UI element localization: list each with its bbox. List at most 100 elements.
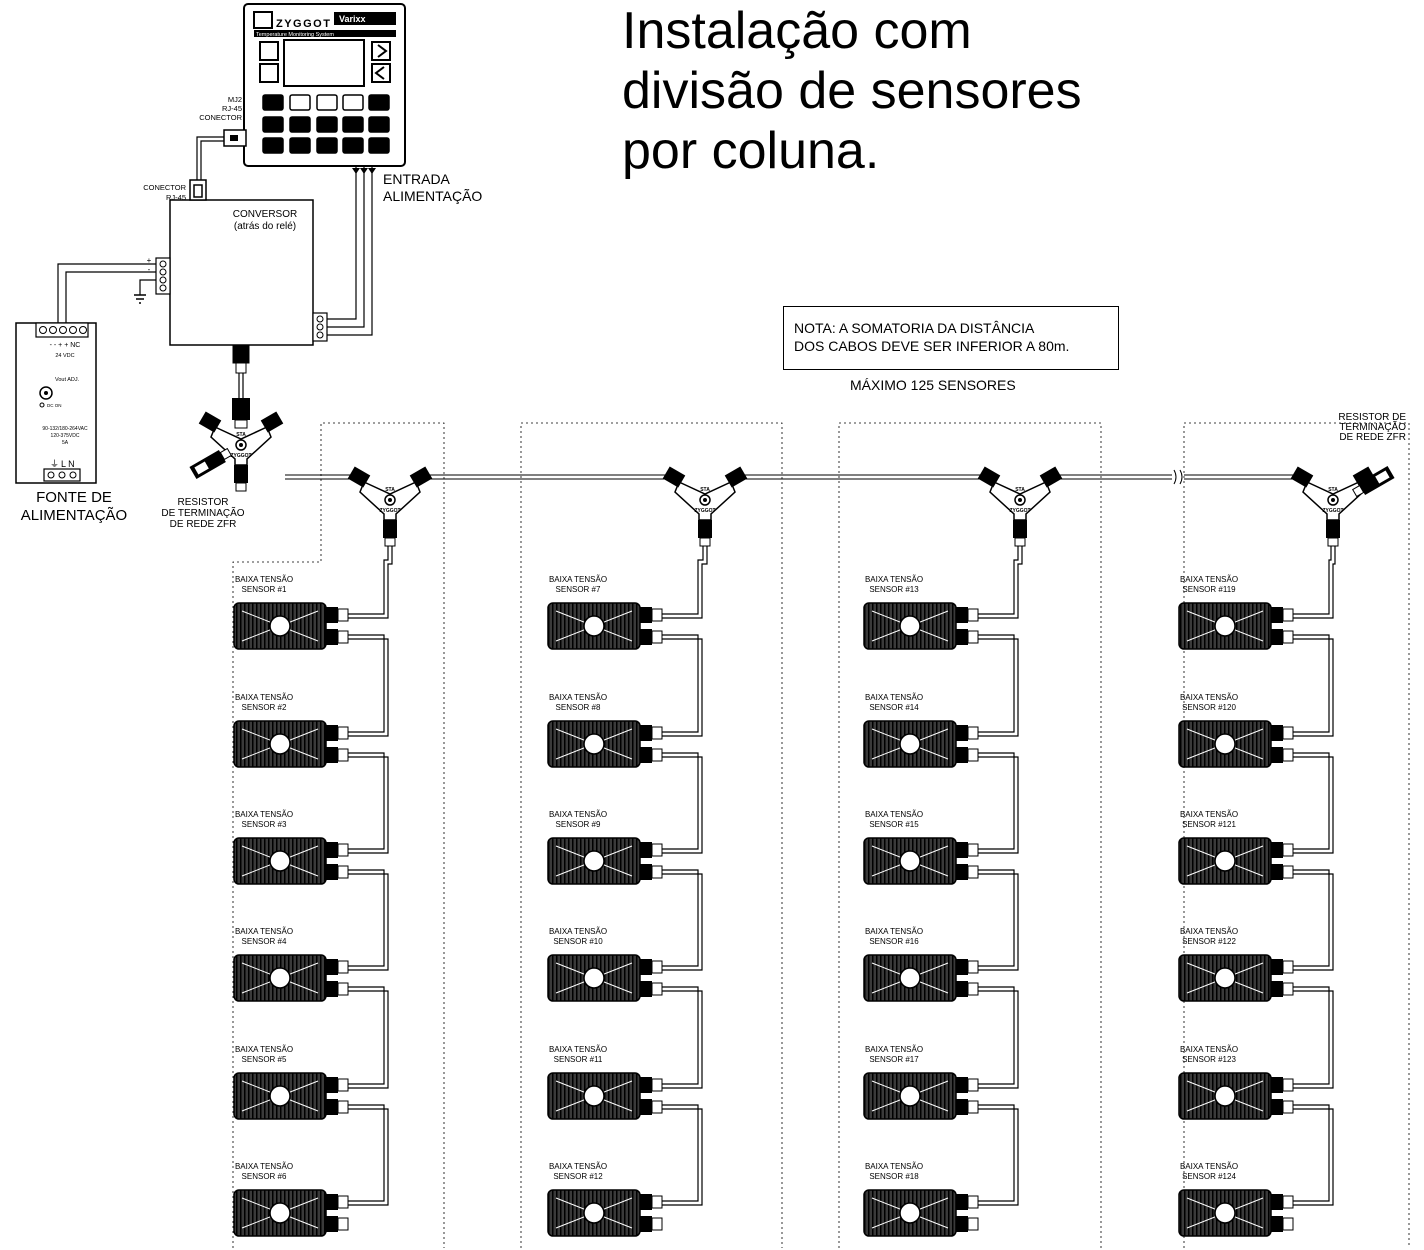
sensor-id-label: SENSOR #120 [1182, 703, 1236, 712]
converter-label-2: (atrás do relé) [234, 221, 296, 232]
dc-on-led [39, 402, 45, 408]
keypad-key [368, 116, 390, 133]
splitter-sta-label: STA [1328, 487, 1338, 493]
controller-brand: ZYGGOT [276, 18, 331, 30]
psu-label-line-1: FONTE DE [36, 489, 112, 506]
keypad-key [262, 94, 284, 111]
terminating-resistor-right [1351, 465, 1395, 498]
keypad-key [368, 94, 390, 111]
sensor-id-label: SENSOR #8 [556, 703, 601, 712]
terminal-minus: - [148, 265, 151, 274]
keypad-key [262, 137, 284, 154]
terminal-plus: + [147, 256, 152, 265]
keypad-key [342, 116, 364, 133]
sensor-id-label: SENSOR #11 [554, 1055, 603, 1064]
sensor-type-label: BAIXA TENSÃO [865, 927, 923, 936]
sensor-id-label: SENSOR #1 [242, 585, 287, 594]
note-line-1: NOTA: A SOMATORIA DA DISTÂNCIA [794, 320, 1035, 336]
mj2-line-2: RJ-45 [222, 104, 242, 113]
note-box: NOTA: A SOMATORIA DA DISTÂNCIA DOS CABOS… [783, 306, 1119, 370]
splitter-brand-label: ZYGGOT [230, 453, 251, 459]
connector-line-1: CONECTOR [143, 183, 186, 192]
resistor-right-line-1: RESISTOR DE [1338, 412, 1406, 423]
sensor-id-label: SENSOR #7 [556, 585, 601, 594]
psu-label-line-2: ALIMENTAÇÃO [20, 507, 128, 524]
keypad-key [342, 94, 364, 111]
keypad-key [316, 116, 338, 133]
psu-label: FONTE DE ALIMENTAÇÃO [0, 489, 148, 525]
mj2-label: MJ2 RJ-45 CONECTOR [199, 95, 242, 122]
terminating-resistor-left [189, 447, 233, 480]
psu-vdc: 24 VDC [55, 353, 74, 359]
title-line-1: Instalação com [622, 2, 972, 60]
resistor-left-line-1: RESISTOR [177, 497, 229, 508]
resistor-right-label: RESISTOR DE TERMINAÇÃO DE REDE ZFR [1300, 413, 1406, 443]
psu-dcon: DC ON [47, 403, 62, 408]
sensor-id-label: SENSOR #17 [869, 1055, 919, 1064]
mj2-line-1: MJ2 [228, 95, 242, 104]
sensor-type-label: BAIXA TENSÃO [1180, 927, 1238, 936]
sensor-type-label: BAIXA TENSÃO [549, 693, 607, 702]
psu-vout: Vout ADJ. [55, 377, 80, 383]
mj2-line-3: CONECTOR [199, 113, 242, 122]
earth-icon: ⏚ [50, 459, 59, 469]
ground-icon [134, 294, 146, 304]
sensor-type-label: BAIXA TENSÃO [549, 927, 607, 936]
sensor-id-label: SENSOR #18 [869, 1172, 919, 1181]
controller-badge-bg [334, 12, 396, 25]
controller-badge: Varixx [339, 14, 366, 24]
sensor-id-label: SENSOR #123 [1182, 1055, 1236, 1064]
controller-keypad [262, 94, 390, 154]
psu-terminals: - - + + NC [50, 342, 81, 349]
sensor-type-label: BAIXA TENSÃO [1180, 575, 1238, 584]
sensor-type-label: BAIXA TENSÃO [1180, 810, 1238, 819]
sensor-id-label: SENSOR #121 [1182, 820, 1236, 829]
keypad-key [289, 94, 311, 111]
sensor-id-label: SENSOR #6 [242, 1172, 287, 1181]
converter-unit: CONECTOR RJ-45 CONVERSOR (atrás do relé)… [143, 179, 328, 374]
power-supply-unit: - - + + NC 24 VDC Vout ADJ. DC ON 90-132… [15, 322, 97, 484]
sensor-type-label: BAIXA TENSÃO [1180, 1045, 1238, 1054]
sensor-id-label: SENSOR #124 [1182, 1172, 1236, 1181]
power-input-line-1: ENTRADA [383, 171, 450, 187]
psu-spec-3: 5A [62, 440, 69, 446]
sensor-id-label: SENSOR #16 [869, 937, 919, 946]
power-input-label: ENTRADA ALIMENTAÇÃO [383, 171, 482, 205]
cable-break-icon [1173, 469, 1183, 485]
sensor-type-label: BAIXA TENSÃO [865, 1162, 923, 1171]
sensor-id-label: SENSOR #3 [242, 820, 287, 829]
sensor-type-label: BAIXA TENSÃO [1180, 693, 1238, 702]
power-input-line-2: ALIMENTAÇÃO [383, 188, 483, 204]
sensor-id-label: SENSOR #5 [242, 1055, 287, 1064]
splitter-sta-label: STA [700, 487, 710, 493]
keypad-key [316, 137, 338, 154]
next-icon [371, 41, 391, 61]
sensor-id-label: SENSOR #14 [869, 703, 919, 712]
splitter-sta-label: STA [236, 432, 246, 438]
sensor-id-label: SENSOR #10 [553, 937, 603, 946]
sensor-id-label: SENSOR #4 [242, 937, 287, 946]
sensor-type-label: BAIXA TENSÃO [865, 810, 923, 819]
